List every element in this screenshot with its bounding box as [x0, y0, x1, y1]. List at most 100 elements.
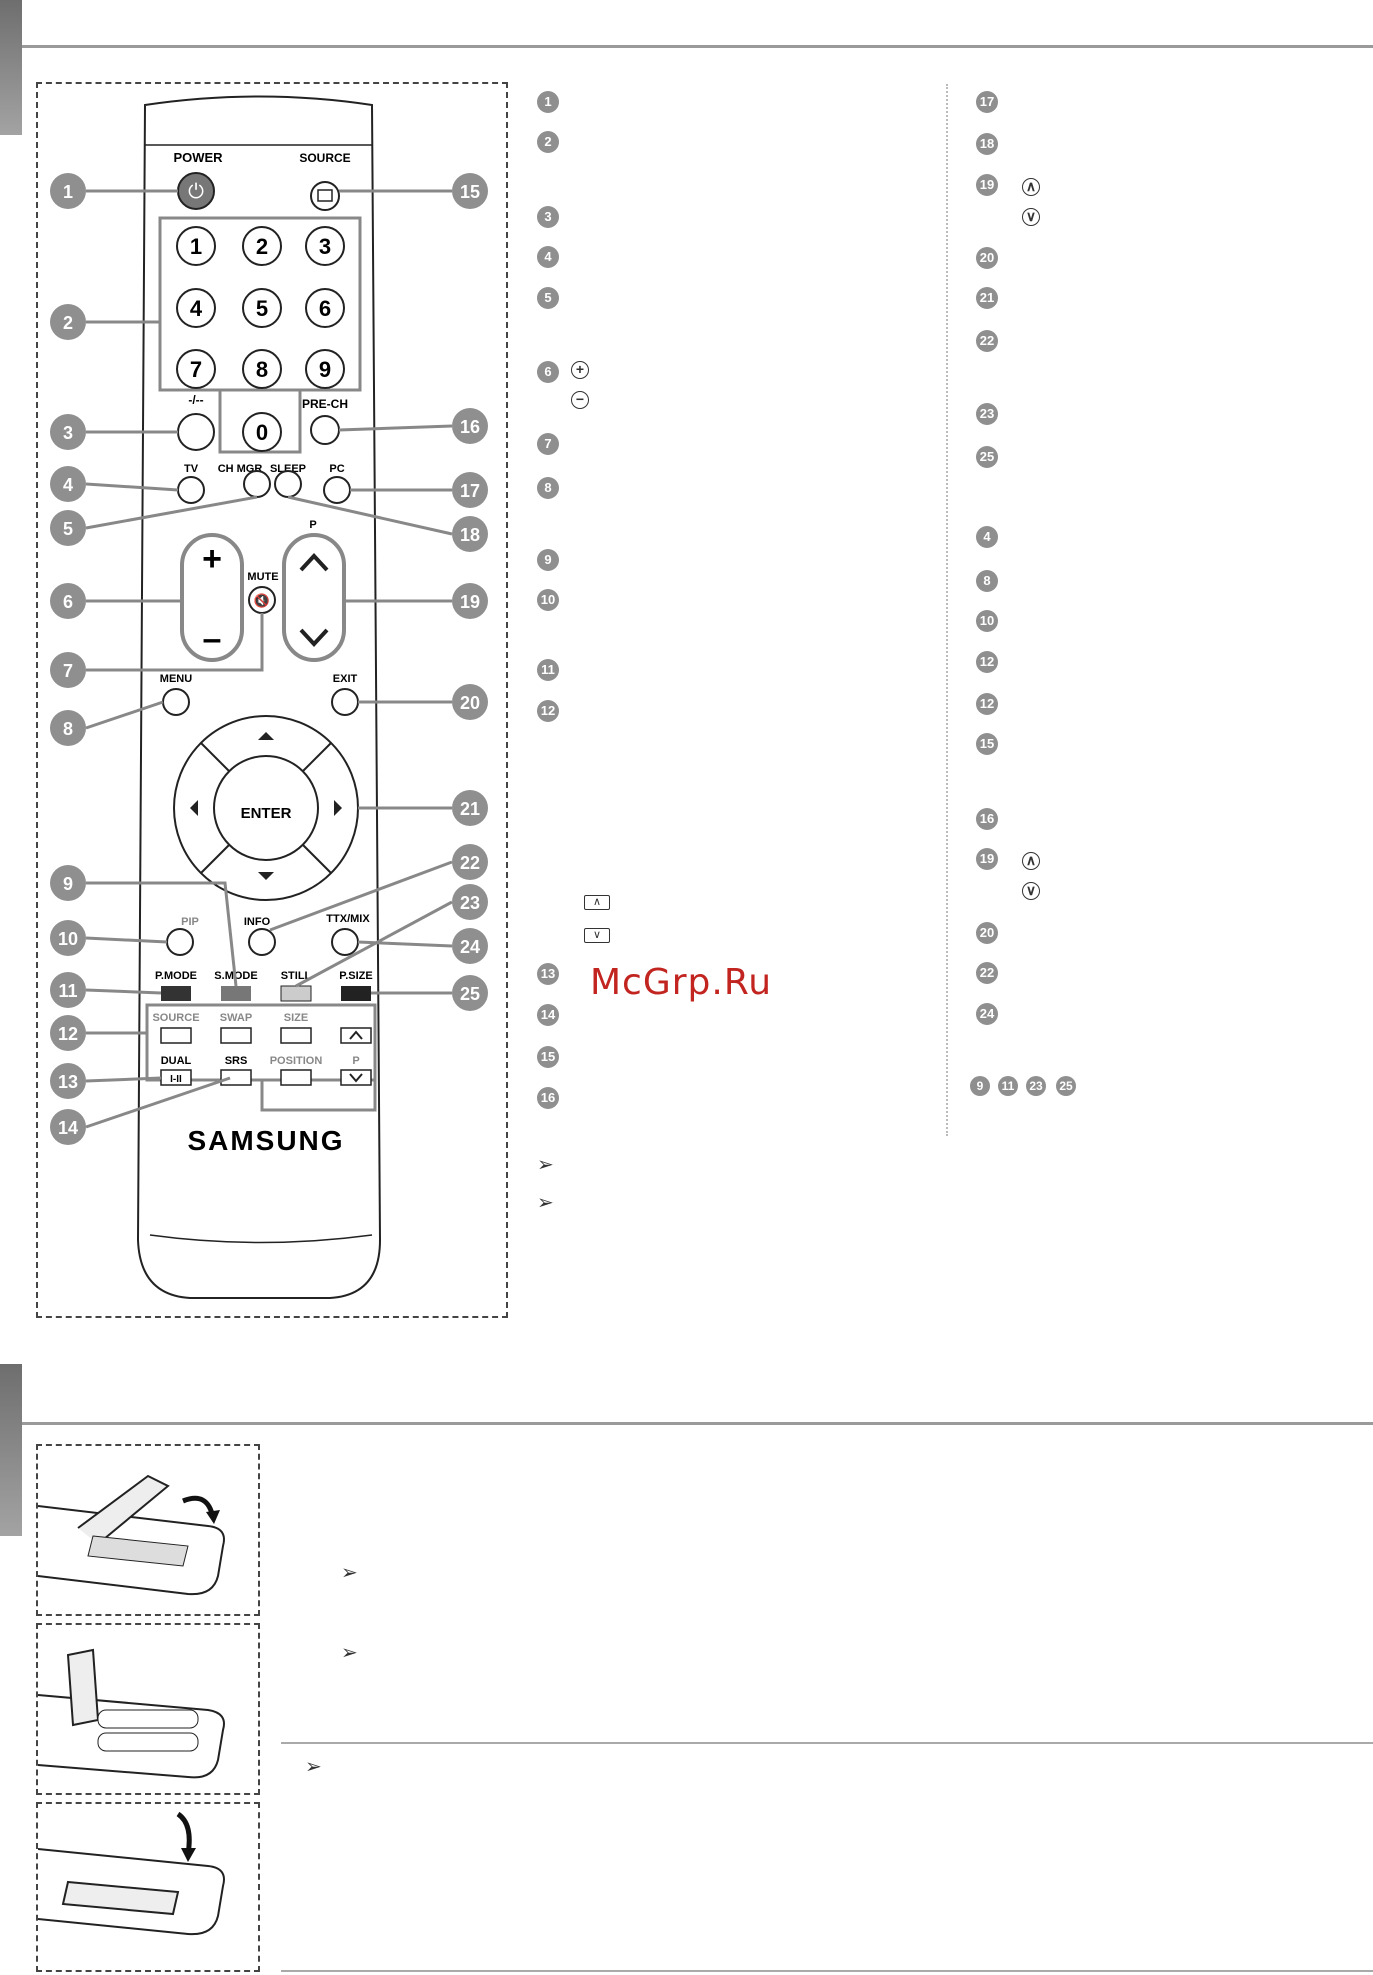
legend-number: 21 — [976, 287, 998, 309]
power-icon: ⏻ — [188, 181, 204, 203]
callout-number: 18 — [460, 525, 480, 545]
number-key-8[interactable] — [242, 349, 282, 389]
note-arrow-icon: ➢ — [341, 1642, 358, 1664]
pmode-button[interactable] — [161, 986, 191, 1001]
source-button[interactable] — [310, 181, 340, 211]
callout-marker — [452, 975, 488, 1011]
legend-number: 22 — [976, 962, 998, 984]
legend-number: 9 — [970, 1076, 990, 1096]
number-key-5[interactable] — [242, 288, 282, 328]
number-key-2[interactable] — [242, 226, 282, 266]
callout-marker — [50, 173, 86, 209]
callout-marker — [452, 844, 488, 880]
ttx-label: TTX/MIX — [326, 913, 370, 925]
size-label: SIZE — [284, 1012, 308, 1024]
dual-button[interactable] — [160, 1069, 192, 1086]
chmgr-button[interactable] — [243, 470, 271, 498]
legend-number: 20 — [976, 922, 998, 944]
callout-number: 1 — [63, 182, 73, 202]
legend-number: 16 — [537, 1087, 559, 1109]
callout-number: 5 — [63, 519, 73, 539]
smode-button[interactable] — [221, 986, 251, 1001]
callout-number: 10 — [58, 929, 78, 949]
pmode-label: P.MODE — [155, 970, 197, 982]
number-key-4[interactable] — [176, 288, 216, 328]
battery-cover-close-image — [36, 1802, 260, 1972]
callout-marker — [50, 1063, 86, 1099]
number-key-label: 2 — [256, 234, 268, 259]
legend-number: 23 — [976, 403, 998, 425]
callout-number: 8 — [63, 719, 73, 739]
number-key-label: 1 — [190, 234, 202, 259]
dpad-up-icon — [258, 732, 274, 740]
legend-number: 5 — [537, 287, 559, 309]
pc-button[interactable] — [323, 476, 351, 504]
callout-number: 22 — [460, 853, 480, 873]
pip-button[interactable] — [166, 928, 194, 956]
legend-number: 25 — [1056, 1076, 1076, 1096]
section-header-bar-2 — [0, 1364, 22, 1536]
srs-button[interactable] — [220, 1069, 252, 1086]
number-key-3[interactable] — [305, 226, 345, 266]
dash-label: -/-- — [188, 393, 203, 407]
swap-label: SWAP — [220, 1012, 252, 1024]
callout-number: 9 — [63, 874, 73, 894]
number-key-label: 3 — [319, 234, 331, 259]
callout-marker — [452, 408, 488, 444]
pip-up-button[interactable] — [340, 1027, 372, 1044]
number-key-6[interactable] — [305, 288, 345, 328]
callout-number: 15 — [460, 182, 480, 202]
exit-button[interactable] — [331, 688, 359, 716]
source-icon — [317, 189, 333, 202]
callout-marker — [50, 1015, 86, 1051]
prech-label: PRE-CH — [302, 397, 348, 411]
number-key-1[interactable] — [176, 226, 216, 266]
swap-button[interactable] — [220, 1027, 252, 1044]
callout-marker — [452, 884, 488, 920]
still-label: STILL — [281, 970, 312, 982]
volume-down-icon: – — [203, 620, 222, 658]
dash-button[interactable] — [177, 413, 215, 451]
callout-number: 7 — [63, 661, 73, 681]
prech-button[interactable] — [310, 415, 340, 445]
position-button[interactable] — [280, 1069, 312, 1086]
battery-cover-open-image — [36, 1444, 260, 1616]
number-key-7[interactable] — [176, 349, 216, 389]
callout-marker — [452, 516, 488, 552]
callout-marker — [50, 466, 86, 502]
menu-button[interactable] — [162, 688, 190, 716]
number-key-0[interactable] — [242, 412, 282, 452]
psize-button[interactable] — [341, 986, 371, 1001]
callout-marker — [452, 583, 488, 619]
dpad-down-icon — [258, 872, 274, 880]
number-key-label: 6 — [319, 296, 331, 321]
still-button[interactable] — [280, 985, 312, 1002]
callout-marker — [50, 510, 86, 546]
pip-down-button[interactable] — [340, 1069, 372, 1086]
legend-number: 8 — [976, 570, 998, 592]
down-circle-icon: ∨ — [1022, 208, 1040, 226]
minus-symbol-icon: − — [571, 391, 589, 409]
power-label: POWER — [173, 150, 223, 165]
pip-label: PIP — [181, 916, 199, 928]
exit-label: EXIT — [333, 673, 358, 685]
callout-marker — [50, 583, 86, 619]
tv-button[interactable] — [177, 476, 205, 504]
ttx-button[interactable] — [331, 928, 359, 956]
sleep-button[interactable] — [274, 470, 302, 498]
volume-rocker[interactable] — [180, 533, 244, 662]
legend-number: 7 — [537, 433, 559, 455]
source2-button[interactable] — [160, 1027, 192, 1044]
callout-marker — [452, 173, 488, 209]
callout-number: 20 — [460, 693, 480, 713]
source-label: SOURCE — [299, 151, 350, 165]
channel-rocker[interactable] — [282, 533, 346, 662]
section-rule-2 — [22, 1422, 1373, 1425]
p-label: P — [309, 519, 316, 531]
pc-label: PC — [329, 463, 344, 475]
info-button[interactable] — [248, 928, 276, 956]
callout-number: 12 — [58, 1024, 78, 1044]
size-button[interactable] — [280, 1027, 312, 1044]
source2-label: SOURCE — [152, 1012, 199, 1024]
number-key-9[interactable] — [305, 349, 345, 389]
